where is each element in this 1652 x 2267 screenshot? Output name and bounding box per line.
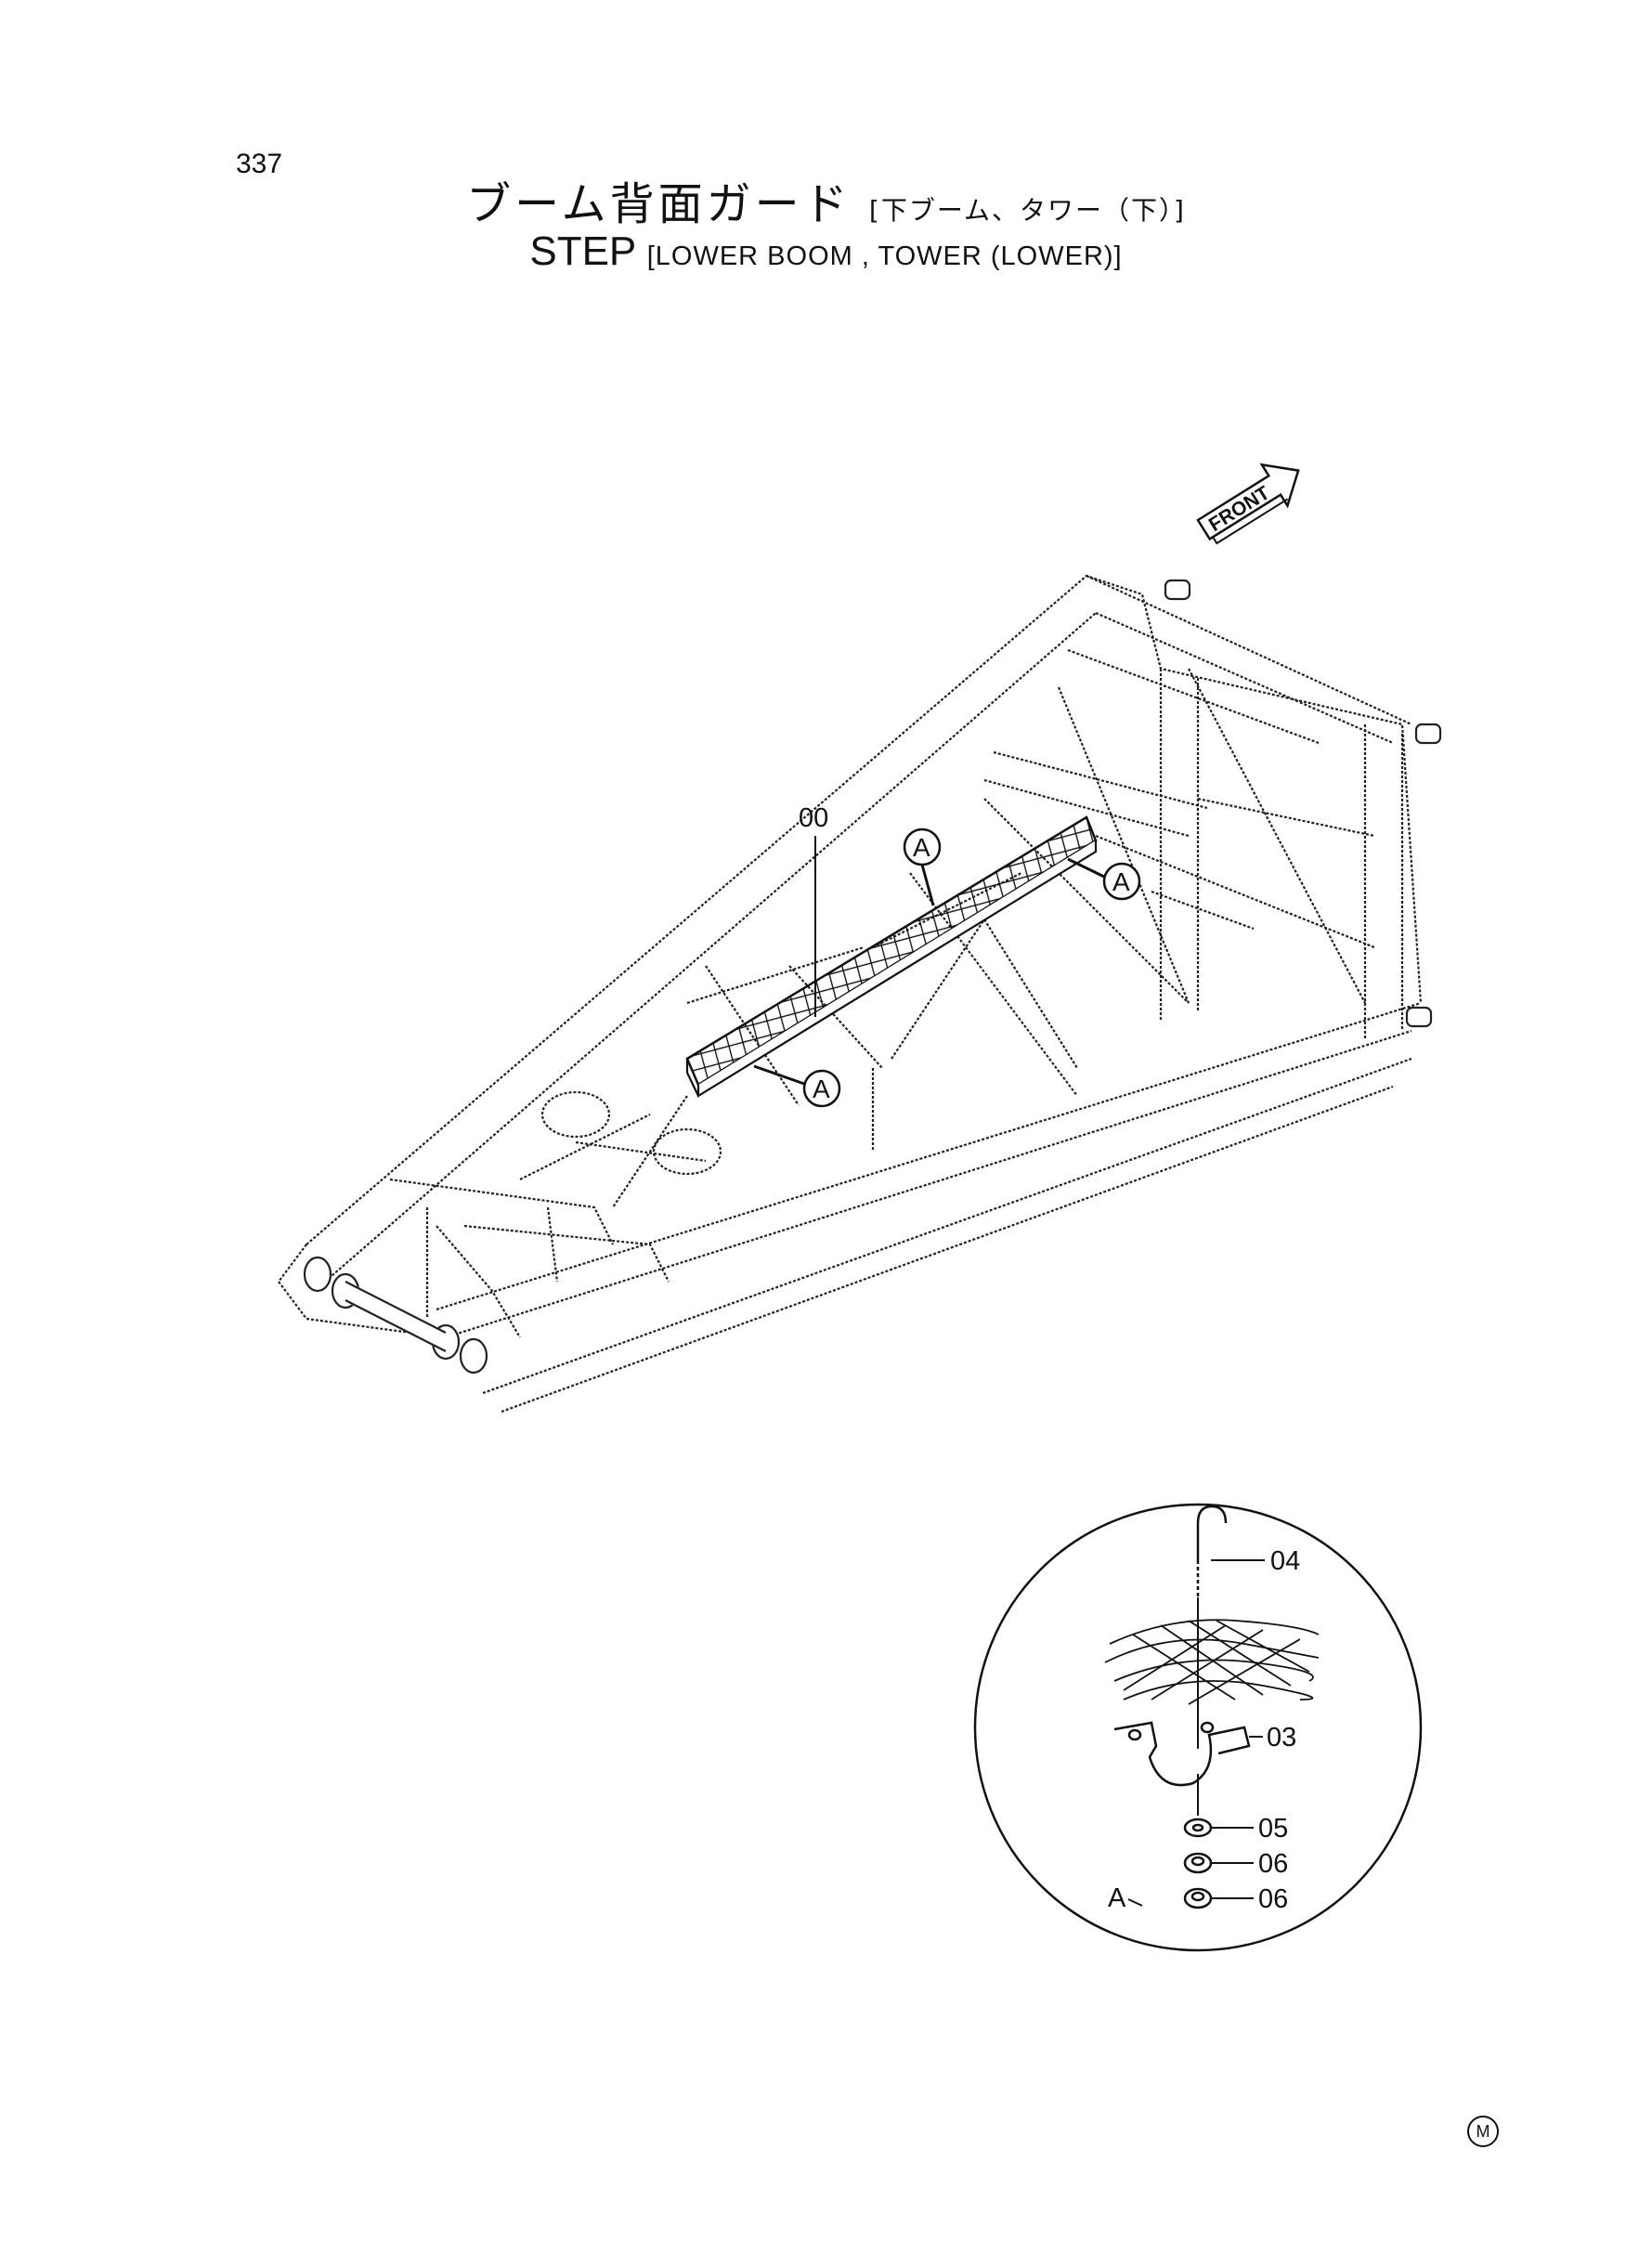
detail-callout-a-3: A: [753, 1064, 841, 1108]
detail-view-name: A: [1108, 1883, 1126, 1913]
page-number: 337: [236, 149, 283, 179]
step-plate: [685, 815, 1098, 1098]
top-lugs: [1164, 579, 1442, 1028]
page-title-japanese: ブーム背面ガード [下ブーム、タワー（下）]: [0, 167, 1652, 232]
page-marker-m: M: [1467, 2116, 1499, 2147]
detail-callout-a-1: A: [903, 827, 942, 906]
title-jp-sub: [下ブーム、タワー（下）]: [868, 195, 1186, 226]
clamp-icon: [1113, 1721, 1251, 1787]
page-title-english: STEP [LOWER BOOM , TOWER (LOWER)]: [0, 228, 1652, 275]
base-plate-holes: [540, 1090, 722, 1176]
callout-letter: A: [813, 1075, 830, 1103]
detail-view-a: A 04 03: [973, 1503, 1423, 1952]
part-03-label: 03: [1267, 1723, 1296, 1752]
foot-pins: [303, 1256, 488, 1375]
title-jp-main: ブーム背面ガード: [466, 178, 852, 230]
part-05-label: 05: [1258, 1814, 1288, 1844]
front-arrow-icon: FRONT: [1196, 463, 1300, 545]
callout-letter: A: [913, 833, 930, 862]
main-part-number: 00: [799, 803, 828, 833]
washer-icon: [1183, 1818, 1213, 1838]
grating-icon: [1104, 1619, 1320, 1705]
title-en-sub: [LOWER BOOM , TOWER (LOWER)]: [646, 241, 1123, 271]
title-en-main: STEP: [529, 228, 636, 274]
detail-callout-a-2: A: [1067, 857, 1141, 901]
part-label-00: 00: [799, 803, 828, 1017]
part-06-label: 06: [1258, 1884, 1288, 1914]
callout-letter: A: [1112, 867, 1130, 896]
nut-icon: [1183, 1852, 1213, 1874]
boom-structure: [277, 574, 1423, 1414]
part-04-label: 04: [1270, 1546, 1300, 1576]
j-bolt-icon: [1196, 1505, 1265, 1597]
part-06-label: 06: [1258, 1849, 1288, 1879]
nut-icon: [1183, 1887, 1213, 1909]
